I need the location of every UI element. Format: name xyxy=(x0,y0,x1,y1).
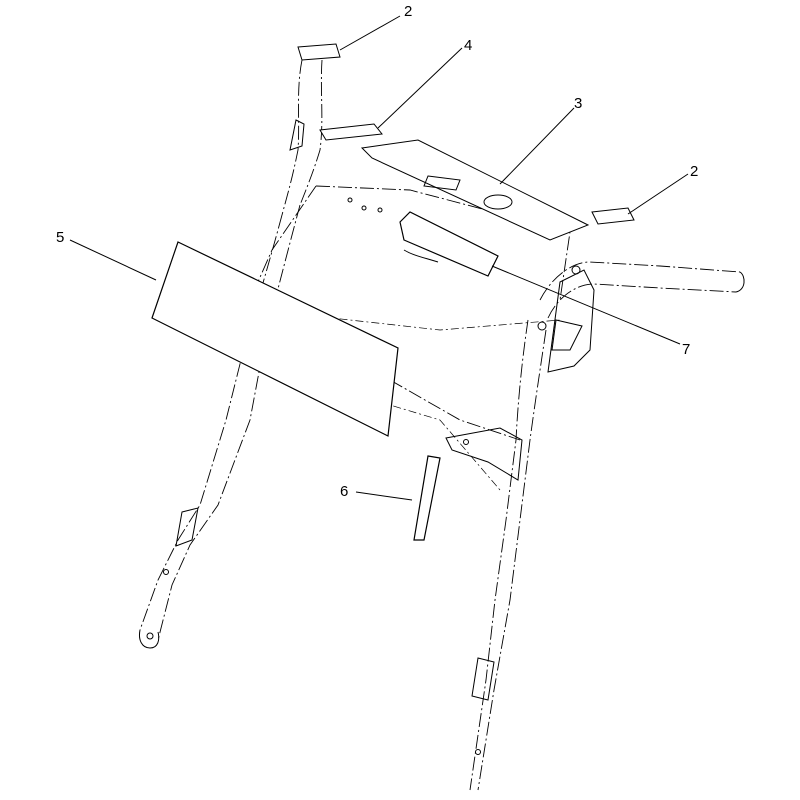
leader-4 xyxy=(377,47,463,129)
callout-3: 3 xyxy=(574,95,582,112)
right-foot-hole xyxy=(475,749,481,755)
left-handle-clip xyxy=(289,119,305,151)
decal-2-left xyxy=(297,43,341,61)
right-side-bracket-plate xyxy=(547,269,595,373)
callout-6: 6 xyxy=(340,483,348,500)
decal-3-notch xyxy=(423,175,461,191)
lower-panel-bracket xyxy=(445,427,523,481)
callout-2-right: 2 xyxy=(690,163,698,180)
decals xyxy=(151,43,635,541)
decal-5 xyxy=(151,241,399,437)
left-handle-upper-tube-outer xyxy=(281,59,303,216)
panel-lever-slot xyxy=(403,249,439,263)
decal-6 xyxy=(413,455,441,541)
lower-bracket-hole xyxy=(463,439,469,445)
left-handle-upper-tube-inner xyxy=(299,59,323,206)
callout-2-left: 2 xyxy=(404,3,412,20)
bracket-cutout xyxy=(551,319,583,351)
callout-4: 4 xyxy=(464,37,472,54)
leader-2-right xyxy=(627,173,689,215)
leader-lines xyxy=(69,15,689,501)
leader-3 xyxy=(499,107,575,185)
callout-numbers: 2 4 3 2 5 7 6 xyxy=(56,3,698,500)
right-handle-bar-outer xyxy=(539,261,741,301)
decal-3-hole xyxy=(483,194,513,210)
right-lower-tube-outer xyxy=(469,319,529,791)
bracket-bolt-bottom xyxy=(537,321,547,331)
left-foot-end xyxy=(139,629,160,649)
left-lower-bracket xyxy=(175,507,199,547)
right-handle-bar-inner xyxy=(547,283,737,319)
left-mount-hole xyxy=(163,569,169,575)
right-grip-end xyxy=(735,271,745,293)
decal-3 xyxy=(360,139,590,241)
leader-2-left xyxy=(339,15,401,51)
decal-7 xyxy=(399,211,499,277)
right-lower-tube-inner xyxy=(477,329,547,791)
panel-hole-1 xyxy=(347,197,353,203)
left-foot-hole xyxy=(146,632,154,640)
bracket-bolt-top xyxy=(571,265,581,275)
panel-hole-2 xyxy=(361,205,367,211)
decal-2-right xyxy=(591,207,635,225)
leader-6 xyxy=(355,491,413,501)
leader-7 xyxy=(491,265,681,345)
callout-7: 7 xyxy=(682,341,690,358)
decal-4 xyxy=(319,123,383,141)
callout-5: 5 xyxy=(56,229,64,246)
leader-5 xyxy=(69,239,157,281)
panel-hole-3 xyxy=(377,207,383,213)
right-lower-bracket xyxy=(471,657,495,701)
panel-bottom-edge xyxy=(389,379,521,441)
